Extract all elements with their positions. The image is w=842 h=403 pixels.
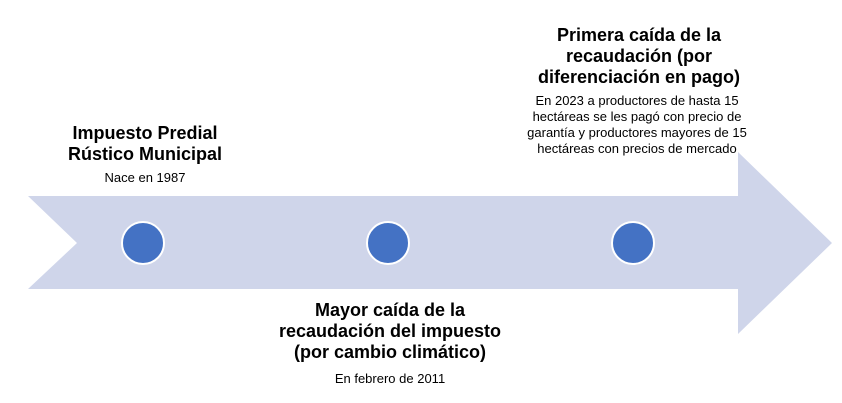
event-title-2011: Mayor caída de la recaudación del impues… xyxy=(278,300,502,362)
event-description-2023: En 2023 a productores de hasta 15 hectár… xyxy=(527,93,747,156)
timeline-marker-2023 xyxy=(611,221,655,265)
event-title-2023: Primera caída de la recaudación (por dif… xyxy=(537,25,741,87)
timeline-marker-1987 xyxy=(121,221,165,265)
timeline-marker-2011 xyxy=(366,221,410,265)
event-title-1987: Impuesto Predial Rústico Municipal xyxy=(67,123,222,164)
event-description-2011: En febrero de 2011 xyxy=(334,371,446,386)
timeline-arrow-shape xyxy=(28,152,832,334)
event-description-1987: Nace en 1987 xyxy=(104,170,186,185)
